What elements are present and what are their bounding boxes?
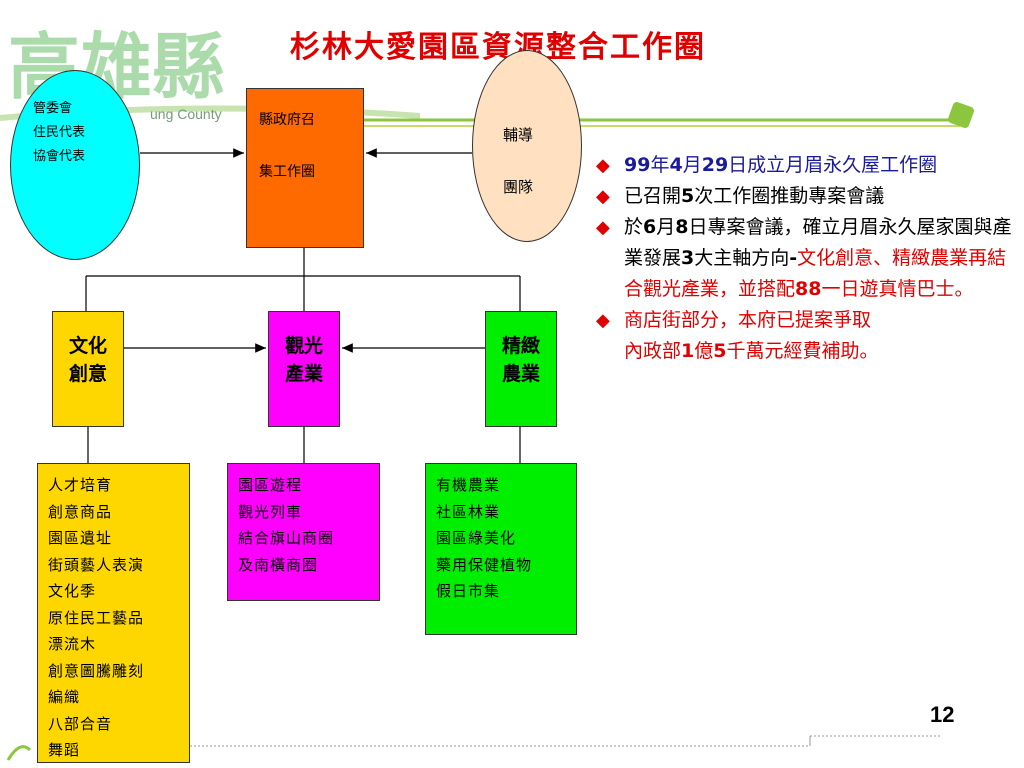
category-cultural-creative: 文化 創意 [52, 311, 124, 427]
diamond-bullet-icon: ◆ [596, 310, 610, 331]
oval-line: 住民代表 [33, 125, 86, 140]
list-item: 文化季 [48, 582, 97, 600]
note-text: 月 [682, 154, 702, 176]
list-item: 園區遺址 [48, 529, 113, 547]
note-text: 內政部 [624, 340, 682, 362]
note-number: 29 [701, 154, 729, 176]
list-item: 園區綠美化 [436, 529, 517, 547]
note-text: 已召開 [624, 185, 682, 207]
list-item: 八部合音 [48, 714, 113, 733]
oval-line: 管委會 [33, 101, 73, 116]
note-number: 3 [681, 247, 695, 269]
note-number: 1 [681, 340, 695, 362]
note-number: 8 [675, 216, 689, 238]
list-item: 人才培育 [48, 476, 113, 494]
stakeholders-oval: 管委會 住民代表 協會代表 [10, 70, 140, 260]
page-title: 杉林大愛園區資源整合工作圈 [290, 30, 706, 65]
note-number: 99 [624, 154, 651, 176]
gov-line: 集工作圈 [259, 164, 315, 180]
list-item: 原住民工藝品 [48, 608, 145, 627]
category-tourism: 觀光 產業 [268, 311, 340, 427]
oval-line: 輔導 [503, 126, 534, 144]
note-text: 日專案會議，確立月眉永久屋家園與產業發展 [624, 216, 1012, 269]
list-item: 編織 [48, 688, 81, 706]
agriculture-items-list: 有機農業 社區林業 園區綠美化 藥用保健植物 假日市集 [425, 463, 577, 635]
note-item: ◆ 99年4月29日成立月眉永久屋工作圈 [596, 150, 1016, 181]
culture-items-list: 人才培育 創意商品 園區遺址 街頭藝人表演 文化季 原住民工藝品 漂流木 創意圖… [37, 463, 190, 763]
list-item: 漂流木 [48, 635, 97, 653]
note-number: 4 [669, 154, 683, 176]
page-number: 12 [930, 702, 955, 727]
category-line: 文化 [68, 335, 107, 357]
category-line: 觀光 [284, 335, 323, 357]
oval-line: 團隊 [503, 178, 534, 196]
diamond-bullet-icon: ◆ [596, 217, 610, 238]
category-line: 精緻 [501, 335, 540, 357]
note-highlight: 文化創意、精緻農業再結合觀光產業，並搭配 [624, 247, 1007, 300]
note-item: ◆ 商店街部分，本府已提案爭取內政部1億5千萬元經費補助。 [596, 305, 1016, 367]
summary-notes: ◆99年4月29日成立月眉永久屋工作圈 ◆已召開5次工作圈推動專案會議 ◆於6月… [596, 150, 1016, 367]
note-number: 5 [681, 185, 695, 207]
county-government-box: 縣政府召 集工作圈 [246, 88, 364, 248]
list-item: 街頭藝人表演 [48, 555, 145, 574]
list-item: 園區遊程 [238, 476, 303, 494]
list-item: 假日市集 [436, 582, 501, 600]
category-line: 農業 [501, 363, 540, 385]
note-number: 6 [643, 216, 657, 238]
diamond-bullet-icon: ◆ [596, 155, 610, 176]
note-text: 次工作圈推動專案會議 [694, 185, 885, 207]
footer-decoration [6, 735, 940, 761]
tourism-items-list: 園區遊程 觀光列車 結合旗山商圈 及南橫商圈 [227, 463, 380, 601]
list-item: 創意商品 [48, 502, 113, 521]
note-highlight: 一日遊真情巴士。 [821, 278, 974, 300]
list-item: 創意圖騰雕刻 [48, 661, 145, 680]
category-line: 產業 [284, 363, 323, 385]
note-text: 月 [656, 216, 676, 238]
note-item: ◆ 已召開5次工作圈推動專案會議 [596, 181, 1016, 212]
oval-line: 協會代表 [33, 149, 86, 164]
list-item: 藥用保健植物 [436, 555, 533, 574]
note-text: 商店街部分，本府已提案爭取 [624, 309, 872, 331]
note-text: 年 [650, 154, 670, 176]
diamond-bullet-icon: ◆ [596, 186, 610, 207]
note-text: - [789, 247, 798, 269]
list-item: 及南橫商圈 [238, 555, 319, 574]
header-stripe [340, 102, 974, 128]
note-text: 日成立月眉永久屋工作圈 [728, 154, 938, 176]
note-number: 88 [795, 278, 822, 300]
list-item: 結合旗山商圈 [238, 529, 335, 547]
note-text: 於 [624, 216, 644, 238]
note-text: 千萬元經費補助。 [726, 340, 879, 362]
list-item: 觀光列車 [238, 502, 303, 521]
list-item: 舞蹈 [48, 741, 81, 759]
note-text: 大主軸方向 [694, 247, 790, 269]
note-item: ◆ 於6月8日專案會議，確立月眉永久屋家園與產業發展3大主軸方向-文化創意、精緻農… [596, 212, 1016, 305]
list-item: 有機農業 [436, 476, 501, 494]
logo-subtitle: ung County [150, 106, 222, 122]
category-agriculture: 精緻 農業 [485, 311, 557, 427]
list-item: 社區林業 [436, 502, 501, 521]
category-line: 創意 [68, 363, 107, 385]
advisory-team-oval: 輔導 團隊 [472, 50, 582, 242]
gov-line: 縣政府召 [259, 112, 315, 128]
note-number: 5 [713, 340, 727, 362]
note-text: 億 [694, 340, 714, 362]
